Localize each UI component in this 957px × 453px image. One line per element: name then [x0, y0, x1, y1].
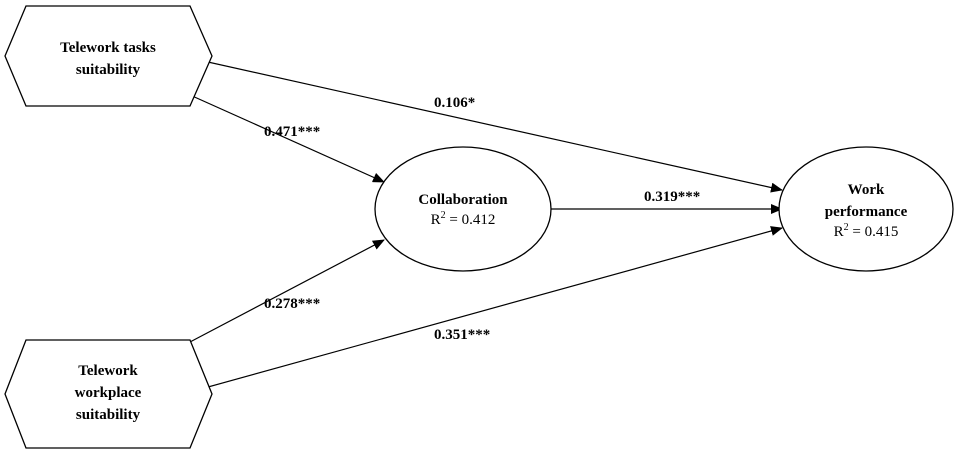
coef-tasks-to-collaboration: 0.471***	[264, 124, 320, 140]
node-collaboration	[374, 146, 552, 272]
coef-workplace-to-collaboration: 0.278***	[264, 296, 320, 312]
tasks-label-line2: suitability	[76, 62, 141, 78]
collaboration-r2-exp: 2	[441, 210, 446, 221]
performance-r2: R2 = 0.415	[834, 222, 899, 240]
performance-r2-prefix: R	[834, 224, 844, 240]
workplace-label-line3: suitability	[76, 407, 141, 423]
edge-workplace-to-collaboration	[189, 239, 385, 343]
workplace-label-line1: Telework	[78, 363, 138, 379]
edge-tasks-to-collaboration	[189, 94, 385, 183]
performance-label-line2: performance	[825, 204, 908, 220]
coef-workplace-to-performance: 0.351***	[434, 327, 490, 343]
node-work-performance	[778, 146, 954, 272]
collaboration-r2-value: = 0.412	[446, 212, 496, 228]
performance-label-line1: Work	[848, 182, 885, 198]
performance-r2-value: = 0.415	[849, 224, 899, 240]
collaboration-r2: R2 = 0.412	[431, 210, 496, 228]
coef-collaboration-to-performance: 0.319***	[644, 189, 700, 205]
coef-tasks-to-performance: 0.106*	[434, 95, 475, 111]
node-telework-tasks-suitability	[4, 5, 213, 107]
workplace-label-line2: workplace	[75, 385, 142, 401]
tasks-label-line1: Telework tasks	[60, 40, 156, 56]
collaboration-r2-prefix: R	[431, 212, 441, 228]
collaboration-label: Collaboration	[418, 192, 508, 208]
node-telework-workplace-suitability	[4, 339, 213, 449]
edge-tasks-to-performance	[189, 57, 783, 193]
edge-workplace-to-performance	[189, 226, 783, 393]
performance-r2-exp: 2	[844, 222, 849, 233]
